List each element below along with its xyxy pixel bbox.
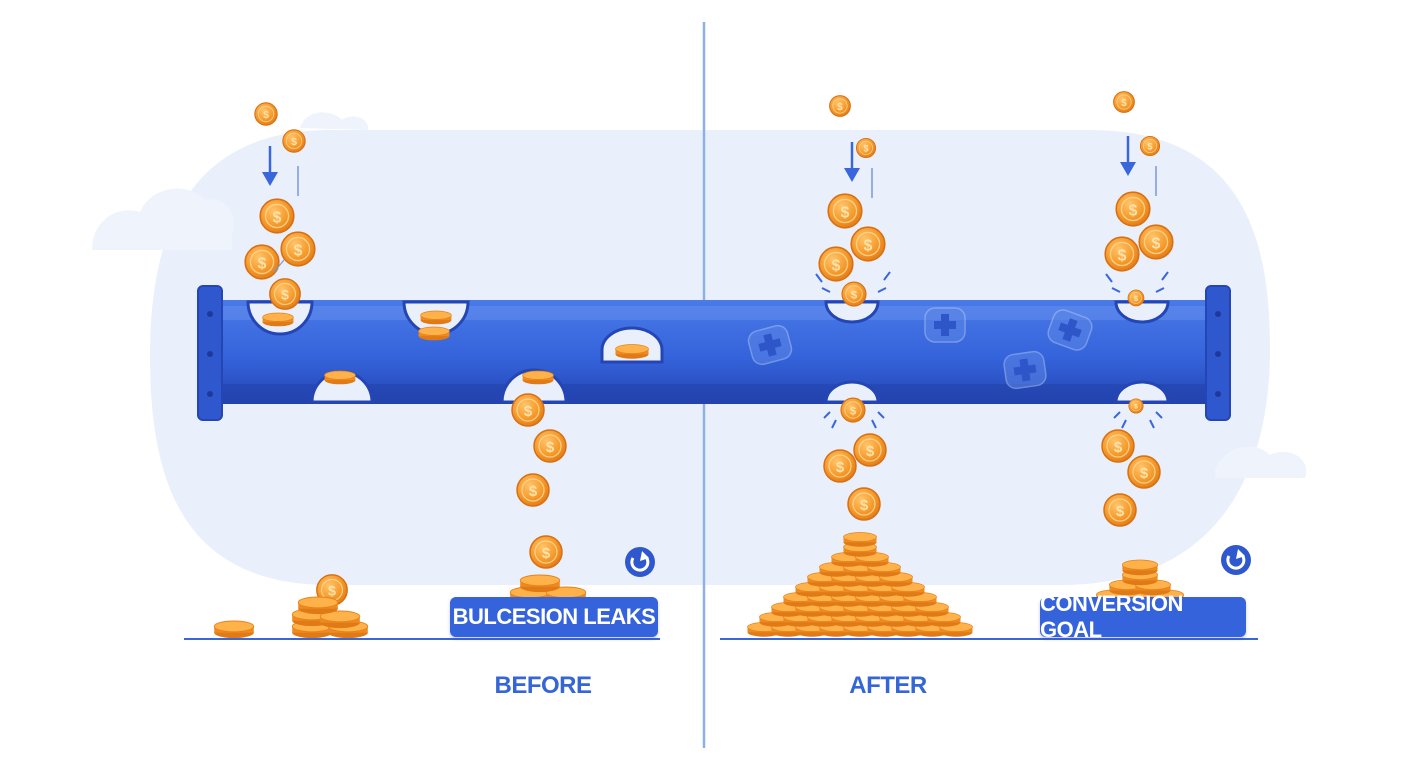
refresh-logo-icon-before: [625, 547, 655, 577]
cross-patch-icon: [1002, 349, 1048, 391]
after-label: CONVERSION GOAL: [1040, 591, 1246, 642]
pipe-openings: [824, 300, 1170, 404]
before-caption: BEFORE: [494, 672, 592, 699]
after-caption: AFTER: [849, 672, 927, 699]
before-label: BULCESION LEAKS: [450, 597, 658, 637]
cross-patch-icon: [924, 307, 966, 343]
falling-coins-after-left: [815, 95, 891, 521]
stacked-coin: [1122, 559, 1158, 576]
stacked-coin: [843, 532, 877, 548]
refresh-logo-icon-after: [1221, 545, 1251, 575]
falling-coins-after-right: [1101, 91, 1174, 527]
falling-coins-before: [244, 102, 649, 606]
